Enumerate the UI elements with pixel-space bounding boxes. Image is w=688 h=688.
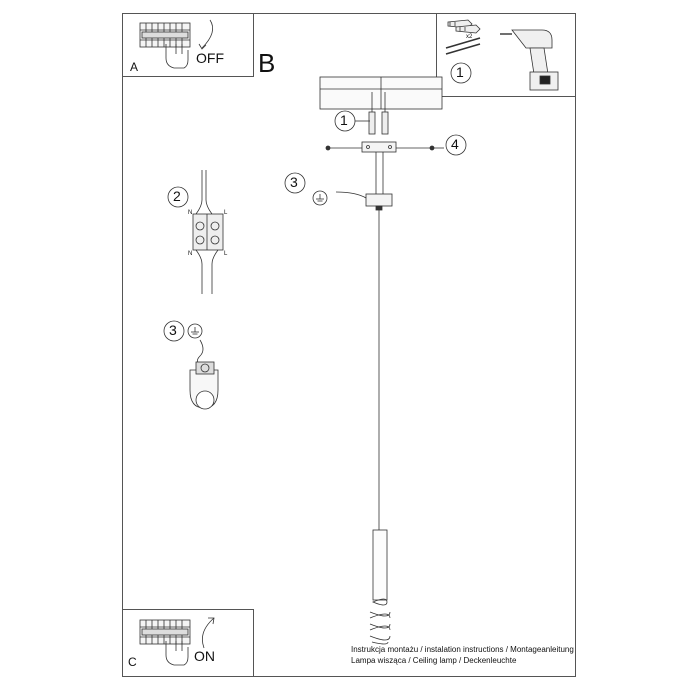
drill-icon (500, 29, 559, 91)
step-3-side-number: 3 (169, 322, 177, 338)
step-2-marker (167, 186, 189, 208)
panel-b-label: B (258, 48, 276, 78)
step-3-side-marker (163, 320, 185, 342)
terminal-block (192, 170, 224, 294)
panel-a (122, 13, 254, 77)
page-frame (122, 13, 576, 677)
switch-off-arrow-icon (201, 19, 214, 49)
breaker-box-on-icon (139, 619, 191, 645)
footer-product: Lampa wisząca / Ceiling lamp / Deckenleu… (351, 656, 517, 665)
hardware-quantity: x2 (466, 34, 473, 40)
breaker-box-off-icon (139, 22, 191, 48)
step-2-number: 2 (173, 188, 181, 204)
on-label: ON (194, 648, 215, 664)
step-3-number: 3 (290, 174, 298, 190)
switch-on-arrow-icon (201, 617, 215, 649)
step-3-marker (284, 172, 306, 194)
ground-symbol-main (312, 190, 328, 206)
terminal-n-top: N (188, 210, 193, 216)
screws-icon (445, 37, 481, 55)
footer-instructions: Instrukcja montażu / instalation instruc… (351, 645, 574, 654)
terminal-n-bottom: N (188, 251, 193, 257)
wall-plugs-icon (447, 19, 481, 34)
ceiling-slab (319, 76, 443, 110)
hand-icon (165, 44, 189, 69)
canopy (365, 152, 393, 211)
lamp-body (369, 529, 391, 645)
ground-symbol-side (187, 323, 203, 339)
terminal-l-top: L (224, 210, 228, 216)
step-4-number: 4 (451, 136, 459, 152)
panel-c (122, 609, 254, 677)
panel-a-label: A (130, 60, 139, 74)
step-1-top-marker (450, 62, 472, 84)
hand-icon (165, 641, 189, 666)
ground-terminal (189, 339, 219, 410)
step-1-top-number: 1 (456, 64, 464, 80)
off-label: OFF (196, 50, 224, 66)
mounting-bracket (325, 141, 435, 153)
step-1-number: 1 (340, 112, 348, 128)
step-4-marker (445, 134, 467, 156)
panel-c-label: C (128, 655, 137, 669)
panel-tools (436, 13, 576, 97)
terminal-l-bottom: L (224, 251, 228, 257)
ceiling-plugs (368, 92, 389, 135)
